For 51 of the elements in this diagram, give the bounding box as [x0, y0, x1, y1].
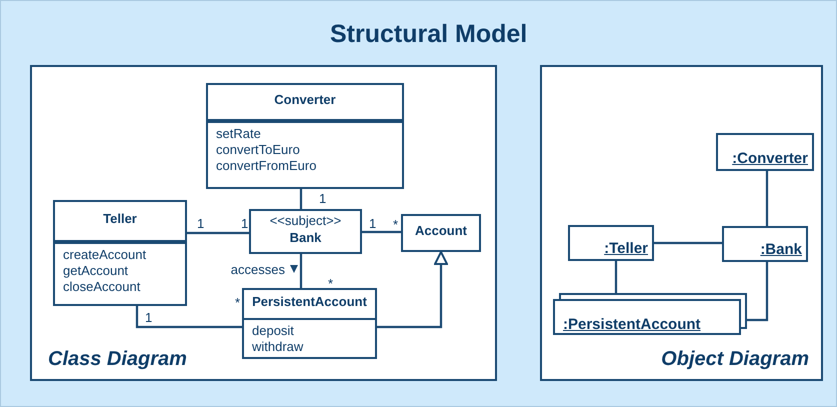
class-box: [249, 209, 362, 254]
object-box: [722, 226, 808, 262]
association-line: [187, 232, 249, 234]
operation-name: convertToEuro: [216, 143, 300, 158]
diagram-panel: [30, 65, 497, 381]
diagram-title: Structural Model: [330, 20, 528, 49]
association-line: [614, 261, 618, 293]
object-name: :Converter: [732, 150, 808, 167]
multiplicity-label: *: [328, 277, 334, 292]
direction-arrow: [290, 265, 298, 273]
association-line: [136, 306, 242, 328]
class-name: Converter: [273, 93, 337, 108]
panel-caption: Object Diagram: [661, 348, 809, 371]
object-name: :Teller: [604, 240, 648, 257]
class-box: [242, 288, 377, 359]
operation-name: closeAccount: [63, 280, 140, 295]
operation-name: createAccount: [63, 248, 146, 263]
multiplicity-label: *: [393, 218, 398, 233]
multiplicity-label: 1: [241, 217, 248, 232]
class-box: [206, 83, 404, 189]
multiplicity-label: 1: [369, 217, 376, 232]
object-name: :Bank: [760, 240, 802, 258]
class-name: Account: [414, 224, 468, 239]
operation-name: getAccount: [63, 264, 128, 279]
generalization-arrow: [377, 251, 448, 328]
operation-name: deposit: [252, 324, 294, 339]
association-line: [300, 189, 302, 209]
operation-name: convertFromEuro: [216, 159, 316, 174]
operation-name: withdraw: [252, 340, 304, 355]
operation-name: setRate: [216, 127, 261, 142]
multi-object-box: [553, 293, 747, 335]
multiplicity-label: *: [235, 296, 240, 311]
stereotype-label: <<subject>>: [268, 214, 342, 229]
multiplicity-label: 1: [145, 311, 152, 326]
object-box: [716, 133, 814, 171]
panel-caption: Class Diagram: [48, 348, 187, 371]
association-line: [747, 262, 768, 322]
object-box: [568, 225, 654, 261]
class-name: Teller: [102, 212, 138, 227]
association-line: [654, 242, 722, 244]
object-name: :PersistentAccount: [563, 316, 701, 333]
class-box: [53, 200, 187, 306]
diagram-panel: [540, 65, 823, 381]
class-name: Bank: [288, 231, 322, 246]
class-box: [401, 214, 481, 252]
multiplicity-label: 1: [197, 217, 204, 232]
association-line: [766, 171, 768, 226]
association-line: [362, 230, 401, 234]
association-line: [300, 254, 302, 288]
multiplicity-label: 1: [319, 192, 326, 207]
class-name: PersistentAccount: [251, 295, 368, 310]
